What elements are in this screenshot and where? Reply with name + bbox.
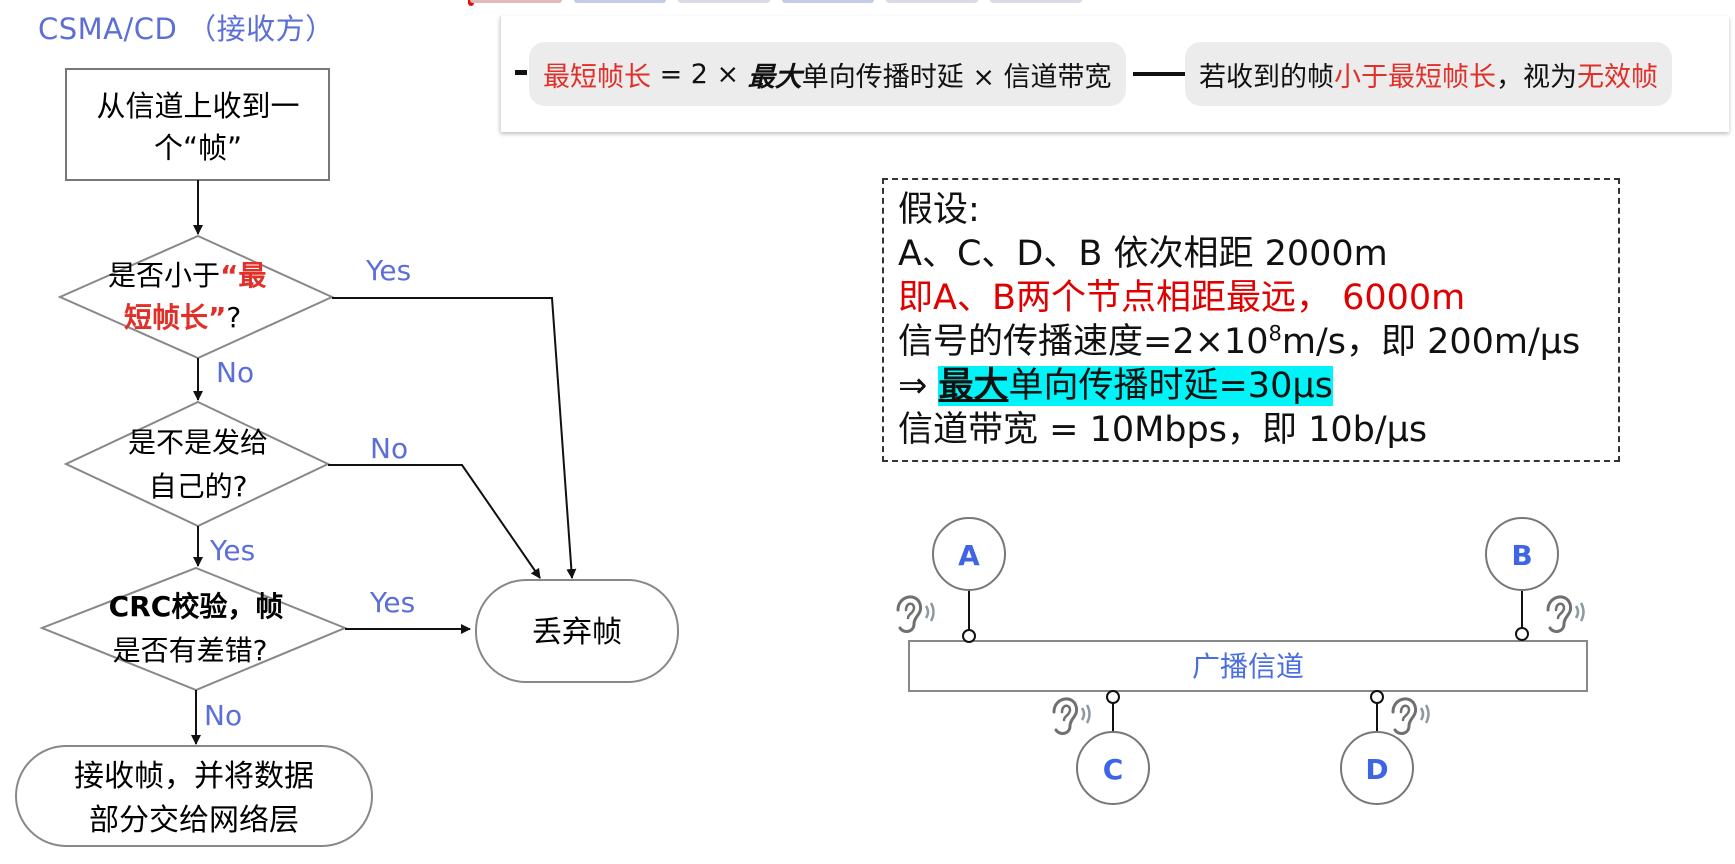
assumption-heading: 假设: [898, 190, 980, 230]
decision2-line1: 是不是发给 [128, 426, 268, 459]
term-min-frame-length: 最短帧长 [543, 61, 651, 93]
tab-thumb[interactable] [574, 0, 666, 3]
connector-line [1133, 72, 1185, 76]
assumption-speed: 信号的传播速度=2×108m/s，即 200m/μs [898, 321, 1581, 362]
decision3-line2: 是否有差错? [113, 634, 268, 667]
decision1-line1: 是否小于“最 [108, 259, 266, 292]
slide-tab-strip [470, 0, 1082, 3]
node-d [1340, 731, 1414, 805]
discard-text: 丢弃帧 [532, 615, 622, 650]
assumptions-box: 假设: A、C、D、B 依次相距 2000m 即A、B两个节点相距最远， 600… [882, 178, 1620, 462]
ear-icon [1391, 697, 1430, 735]
rule-pill: 若收到的帧 小于最短帧长 ，视为 无效帧 [1185, 42, 1672, 106]
ear-icon [1546, 595, 1585, 633]
tab-thumb[interactable] [782, 0, 874, 3]
discard-frame-terminal [475, 579, 679, 683]
rule-text: 若收到的帧 [1199, 61, 1334, 93]
decision2-no-label: No [370, 432, 408, 465]
rule-highlight: 无效帧 [1577, 61, 1658, 93]
decision-min-frame [57, 234, 335, 360]
broadcast-channel-label: 广播信道 [1192, 650, 1304, 683]
decision1-yes-label: Yes [365, 254, 411, 287]
formula-text: 单向传播时延 × 信道带宽 [801, 61, 1112, 93]
accept-frame-terminal [15, 745, 373, 847]
tab-thumb[interactable] [678, 0, 770, 3]
assumption-delay: ⇒ 最大单向传播时延=30μs [898, 366, 1333, 406]
node-c [1076, 731, 1150, 805]
ear-icon [896, 595, 935, 633]
rule-text: ，视为 [1496, 61, 1577, 93]
tab-thumb[interactable] [886, 0, 978, 3]
decision-crc-check [39, 566, 348, 692]
node-c-label: C [1103, 753, 1124, 786]
decision-addressed-to-self [63, 400, 331, 528]
bullet-dash [515, 70, 527, 75]
decision3-no-label: No [204, 699, 242, 732]
decision1-line2: 短帧长”? [124, 301, 241, 334]
node-b-label: B [1511, 539, 1532, 572]
flowchart: 从信道上收到一 个“帧” 是否小于“最 短帧长”? Yes No 是不是发给 自… [15, 68, 679, 847]
decision2-line2: 自己的? [149, 470, 248, 503]
decision1-no-label: No [216, 356, 254, 389]
formula-pill: 最短帧长 = 2 × 最大 单向传播时延 × 信道带宽 [529, 42, 1126, 106]
node-a [932, 517, 1006, 591]
rule-highlight: 小于最短帧长 [1334, 61, 1496, 93]
assumption-spacing: A、C、D、B 依次相距 2000m [898, 234, 1388, 274]
accept-text-line1: 接收帧，并将数据 [74, 759, 314, 794]
start-box [65, 68, 330, 181]
page-title: CSMA/CD （接收方） [38, 12, 335, 46]
formula-emphasis: 最大 [747, 61, 802, 93]
decision2-yes-label: Yes [209, 534, 255, 567]
assumption-max-distance: 即A、B两个节点相距最远， 6000m [898, 278, 1466, 318]
pen-annotation-mark [468, 0, 474, 6]
start-text-line1: 从信道上收到一 [96, 89, 299, 123]
assumption-bandwidth: 信道带宽 = 10Mbps，即 10b/μs [898, 410, 1428, 450]
broadcast-channel-bar [908, 640, 1588, 692]
decision3-yes-label: Yes [369, 586, 415, 619]
node-d-label: D [1365, 753, 1388, 786]
start-text-line2: 个“帧” [154, 131, 242, 165]
ear-icon [1052, 697, 1091, 735]
formula-card: 最短帧长 = 2 × 最大 单向传播时延 × 信道带宽 若收到的帧 小于最短帧长… [500, 16, 1729, 132]
broadcast-bus-diagram: 广播信道 A B C D [896, 517, 1588, 805]
decision3-line1: CRC校验，帧 [109, 590, 284, 623]
node-a-label: A [958, 539, 980, 572]
tab-thumb[interactable] [990, 0, 1082, 3]
formula-text: = 2 × [651, 58, 748, 90]
tab-thumb[interactable] [470, 0, 562, 3]
accept-text-line2: 部分交给网络层 [89, 803, 299, 838]
node-b [1485, 517, 1559, 591]
